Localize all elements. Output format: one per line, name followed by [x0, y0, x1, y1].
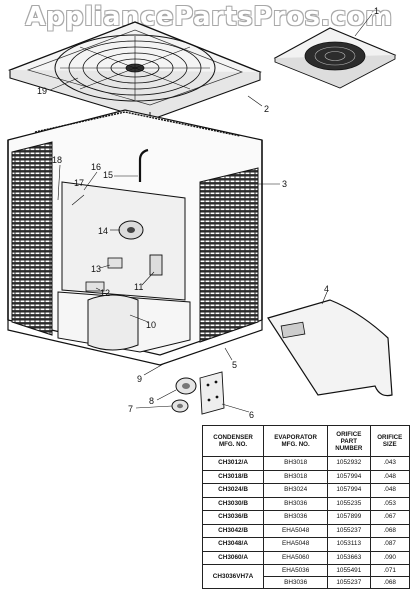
- table-cell-evaporator: BH3018: [263, 456, 329, 471]
- rating-plate: [199, 371, 225, 415]
- callout-16: 16: [91, 162, 101, 172]
- callout-18: 18: [52, 155, 62, 165]
- callout-9: 9: [137, 374, 142, 384]
- table-cell-evaporator: EHA5036 BH3036: [263, 564, 329, 589]
- callout-15: 15: [103, 170, 113, 180]
- leader-lines: [49, 13, 373, 413]
- service-panel: [267, 299, 393, 397]
- callout-6: 6: [249, 410, 254, 420]
- callout-12: 12: [100, 288, 110, 298]
- table-cell-part: 1052932: [327, 456, 371, 471]
- table-header-row: CONDENSER MFG. NO. EVAPORATOR MFG. NO. O…: [201, 425, 410, 457]
- table-cell-size: .068: [369, 523, 410, 538]
- fan-guard: [54, 34, 216, 102]
- watermark: AppliancePartsPros.com: [25, 2, 393, 32]
- table-cell-size: .053: [369, 496, 410, 511]
- col-header-orifice-part: ORIFICE PART NUMBER: [327, 425, 371, 457]
- plug-parts: [171, 377, 197, 413]
- table-cell-part: 1057899: [327, 510, 371, 525]
- callout-2: 2: [264, 104, 269, 114]
- table-cell-evaporator: BH3036: [263, 496, 329, 511]
- table-cell-condenser: CH3042/B: [201, 523, 265, 538]
- table-cell-part: 1055237: [327, 523, 371, 538]
- callout-4: 4: [324, 284, 329, 294]
- table-row-split: CH3036VH7A EHA5036 BH3036 1055491 105523…: [201, 564, 410, 589]
- table-cell-size: .048: [369, 483, 410, 498]
- table-cell-evaporator: EHA5060: [263, 550, 329, 565]
- callout-17: 17: [74, 178, 84, 188]
- table-cell-part: 1055235: [327, 496, 371, 511]
- table-cell-part: 1057994: [327, 469, 371, 484]
- orifice-spec-table: CONDENSER MFG. NO. EVAPORATOR MFG. NO. O…: [201, 425, 410, 589]
- table-cell-size: .067: [369, 510, 410, 525]
- callout-8: 8: [149, 396, 154, 406]
- callout-3: 3: [282, 179, 287, 189]
- table-cell-part: 1053663: [327, 550, 371, 565]
- table-cell-evaporator: EHA5048: [263, 537, 329, 552]
- col-header-orifice-size: ORIFICE SIZE: [369, 425, 410, 457]
- table-cell-size: .090: [369, 550, 410, 565]
- table-cell-evaporator: BH3018: [263, 469, 329, 484]
- col-header-evaporator: EVAPORATOR MFG. NO.: [263, 425, 329, 457]
- callout-14: 14: [98, 226, 108, 236]
- table-cell-part: 1053113: [327, 537, 371, 552]
- table-cell-evaporator: BH3024: [263, 483, 329, 498]
- table-cell-size: .048: [369, 469, 410, 484]
- callout-19: 19: [37, 86, 47, 96]
- callout-7: 7: [128, 404, 133, 414]
- table-cell-condenser: CH3030/B: [201, 496, 265, 511]
- table-cell-evaporator: EHA5048: [263, 523, 329, 538]
- col-header-condenser: CONDENSER MFG. NO.: [201, 425, 265, 457]
- table-cell-condenser: CH3036VH7A: [201, 564, 265, 589]
- callout-labels: 1 2 3 4 5 6 7 8 9 10 11 12 13 14 15 16 1…: [37, 6, 379, 420]
- top-view-inset: [273, 27, 397, 89]
- table-cell-condenser: CH3018/B: [201, 469, 265, 484]
- callout-10: 10: [146, 320, 156, 330]
- table-cell-size: .087: [369, 537, 410, 552]
- table-cell-condenser: CH3060/A: [201, 550, 265, 565]
- table-cell-condenser: CH3048/A: [201, 537, 265, 552]
- table-cell-part: 1055491 1055237: [327, 564, 371, 589]
- table-cell-condenser: CH3024/B: [201, 483, 265, 498]
- callout-1: 1: [374, 6, 379, 16]
- table-cell-condenser: CH3012/A: [201, 456, 265, 471]
- callout-11: 11: [134, 282, 143, 292]
- callout-13: 13: [91, 264, 101, 274]
- table-cell-size: .071 .068: [369, 564, 410, 589]
- table-cell-size: .043: [369, 456, 410, 471]
- callout-5: 5: [232, 360, 237, 370]
- table-cell-condenser: CH3036/B: [201, 510, 265, 525]
- table-cell-evaporator: BH3036: [263, 510, 329, 525]
- table-cell-part: 1057994: [327, 483, 371, 498]
- condenser-cabinet: [7, 109, 263, 366]
